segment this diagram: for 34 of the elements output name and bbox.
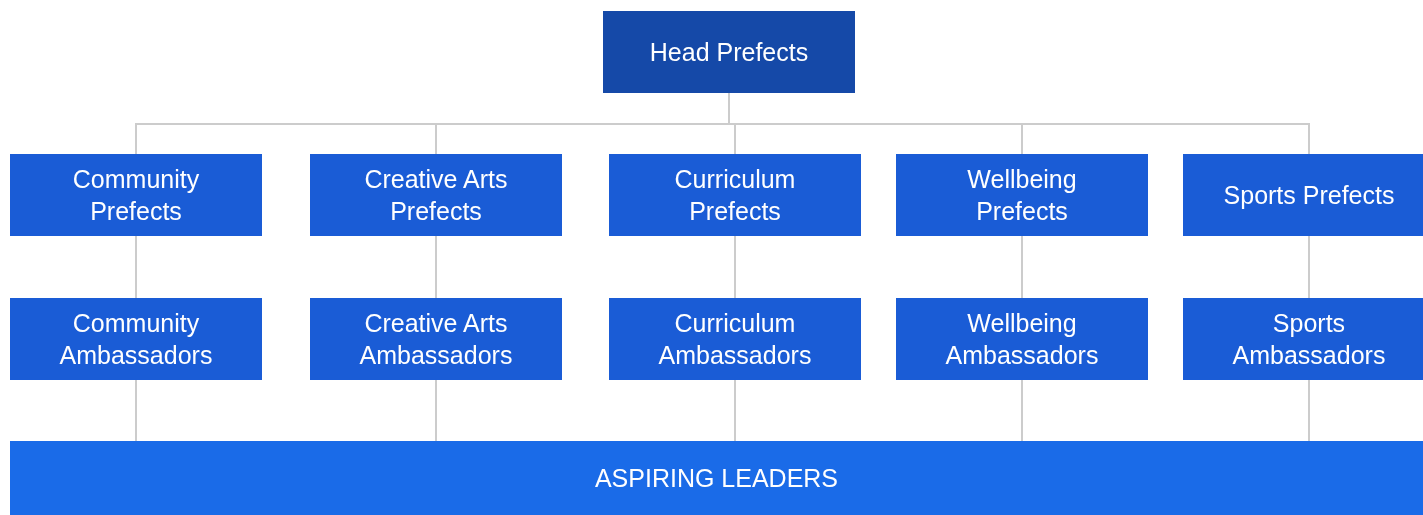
- box-label: ASPIRING LEADERS: [594, 463, 839, 494]
- connector-line: [734, 379, 736, 442]
- head-box: [603, 11, 855, 93]
- connector-line: [1308, 235, 1310, 299]
- connector-line: [135, 235, 137, 299]
- box-label: Community Prefects: [71, 164, 201, 227]
- role-box: [609, 298, 861, 380]
- role-box: [10, 298, 262, 380]
- box-label: Head Prefects: [649, 37, 809, 68]
- connector-line: [435, 235, 437, 299]
- box-label: Creative Arts Ambassadors: [358, 308, 514, 371]
- connector-line: [135, 379, 137, 442]
- role-box: [1183, 298, 1423, 380]
- connector-line: [734, 235, 736, 299]
- role-box: [310, 298, 562, 380]
- box-label: Curriculum Ambassadors: [657, 308, 813, 371]
- role-box: [609, 154, 861, 236]
- box-label: Curriculum Prefects: [673, 164, 797, 227]
- role-box: [1183, 154, 1423, 236]
- box-label: Creative Arts Prefects: [363, 164, 509, 227]
- box-label: Sports Ambassadors: [1231, 308, 1387, 371]
- box-label: Sports Prefects: [1223, 180, 1395, 211]
- role-box: [896, 298, 1148, 380]
- role-box: [310, 154, 562, 236]
- box-label: Wellbeing Ambassadors: [944, 308, 1100, 371]
- connector-line: [1308, 379, 1310, 442]
- connector-line: [1021, 379, 1023, 442]
- box-label: Community Ambassadors: [58, 308, 214, 371]
- connector-line: [1021, 235, 1023, 299]
- banner-box: [10, 441, 1423, 515]
- box-label: Wellbeing Prefects: [966, 164, 1078, 227]
- role-box: [896, 154, 1148, 236]
- connector-line: [435, 379, 437, 442]
- role-box: [10, 154, 262, 236]
